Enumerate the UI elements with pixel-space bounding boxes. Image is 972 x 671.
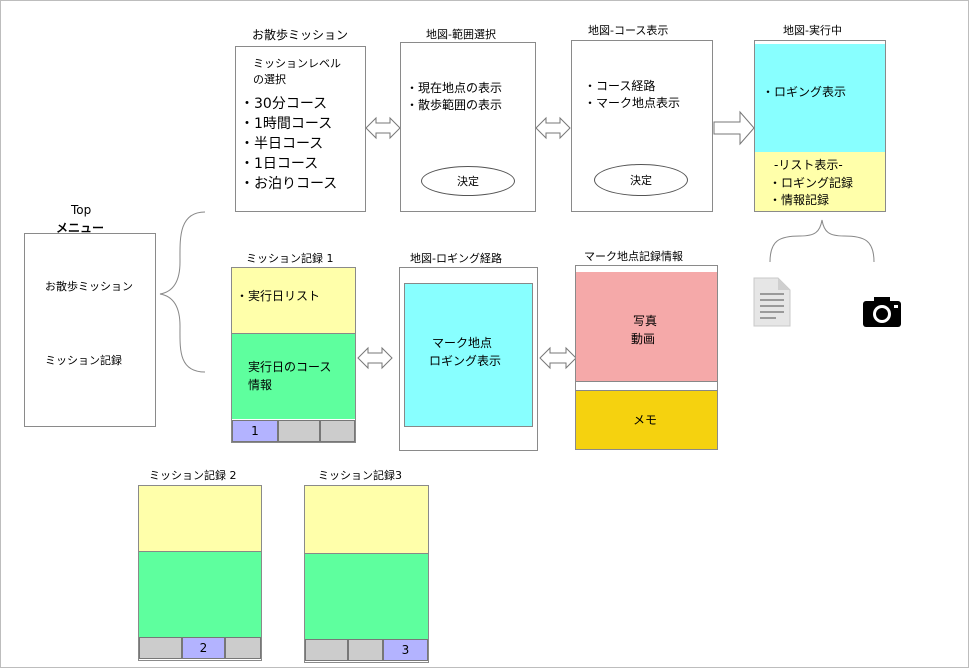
record-list-item[interactable]: 情報記録: [769, 192, 853, 209]
top-title: Top: [71, 203, 92, 217]
map-course-title: 地図-コース表示: [588, 24, 669, 37]
map-range-item: 散歩範囲の表示: [406, 97, 502, 114]
photo-panel: [576, 272, 717, 382]
record-tab-1[interactable]: 1: [232, 420, 278, 442]
execution-date-list[interactable]: 実行日リスト: [236, 288, 320, 305]
course-item[interactable]: お泊りコース: [240, 174, 337, 194]
map-logging-line1: マーク地点: [432, 336, 493, 350]
mark-info-title: マーク地点記録情報: [584, 250, 683, 263]
course-item[interactable]: 30分コース: [240, 94, 337, 114]
record3-list-panel: [305, 486, 428, 554]
record-tab-3[interactable]: [320, 420, 355, 442]
record-list: ロギング記録 情報記録: [769, 175, 853, 209]
list-brace: [769, 219, 875, 263]
course-list: 30分コース 1時間コース 半日コース 1日コース お泊りコース: [240, 94, 337, 194]
map-logging-panel: [404, 283, 533, 427]
course-item[interactable]: 1時間コース: [240, 114, 337, 134]
map-logging-title: 地図-ロギング経路: [410, 252, 502, 265]
record2-list-panel: [139, 486, 261, 552]
map-range-title: 地図-範囲選択: [426, 28, 496, 41]
double-arrow-4: [539, 346, 577, 370]
record2-title: ミッション記録 2: [149, 469, 237, 482]
list-title: -リスト表示-: [774, 158, 843, 172]
double-arrow-2: [535, 116, 571, 140]
document-icon: [753, 277, 791, 327]
walk-mission-title: お散歩ミッション: [252, 28, 349, 42]
record1-course-line2: 情報: [248, 378, 273, 392]
video-label: 動画: [631, 332, 656, 346]
decide-button[interactable]: 決定: [421, 166, 515, 196]
map-logging-line2: ロギング表示: [429, 354, 502, 368]
menu-brace: [159, 211, 206, 373]
menu-item-mission-record[interactable]: ミッション記録: [45, 354, 122, 367]
decide-button[interactable]: 決定: [594, 164, 688, 196]
memo-panel: [576, 390, 717, 449]
record-list-item[interactable]: ロギング記録: [769, 175, 853, 192]
record-tab-3[interactable]: 3: [383, 639, 428, 661]
logging-item: ロギング表示: [762, 84, 846, 101]
course-item[interactable]: 半日コース: [240, 134, 337, 154]
record-tab-2[interactable]: [278, 420, 320, 442]
memo-label: メモ: [633, 413, 658, 427]
record1-list: 実行日リスト: [236, 288, 320, 305]
camera-icon: [863, 297, 901, 327]
single-arrow: [713, 110, 755, 146]
record-tab-2[interactable]: 2: [182, 637, 225, 659]
double-arrow-3: [357, 346, 393, 370]
top-menu: [24, 233, 156, 427]
map-range-item: 現在地点の表示: [406, 80, 502, 97]
map-running-title: 地図-実行中: [783, 24, 842, 37]
record3-title: ミッション記録3: [318, 469, 402, 482]
record2-course-panel: [139, 552, 261, 637]
map-course-item: マーク地点表示: [584, 95, 680, 112]
map-range-list: 現在地点の表示 散歩範囲の表示: [406, 80, 502, 114]
logging-list: ロギング表示: [762, 84, 846, 101]
record-tab-2[interactable]: [348, 639, 383, 661]
map-course-item: コース経路: [584, 78, 680, 95]
record1-title: ミッション記録 1: [246, 252, 334, 265]
photo-label: 写真: [633, 314, 658, 328]
record-tab-1[interactable]: [139, 637, 182, 659]
menu-item-walk-mission[interactable]: お散歩ミッション: [45, 280, 133, 293]
record3-course-panel: [305, 554, 428, 639]
double-arrow-1: [365, 116, 401, 140]
record1-course-panel: [232, 334, 355, 419]
record1-course-line1: 実行日のコース: [248, 360, 332, 374]
level-select-label-1: ミッションレベル: [253, 57, 341, 70]
top-subtitle: メニュー: [56, 221, 105, 235]
level-select-label-2: の選択: [253, 73, 286, 86]
course-item[interactable]: 1日コース: [240, 154, 337, 174]
record-tab-3[interactable]: [225, 637, 261, 659]
record-tab-1[interactable]: [305, 639, 348, 661]
map-course-list: コース経路 マーク地点表示: [584, 78, 680, 112]
